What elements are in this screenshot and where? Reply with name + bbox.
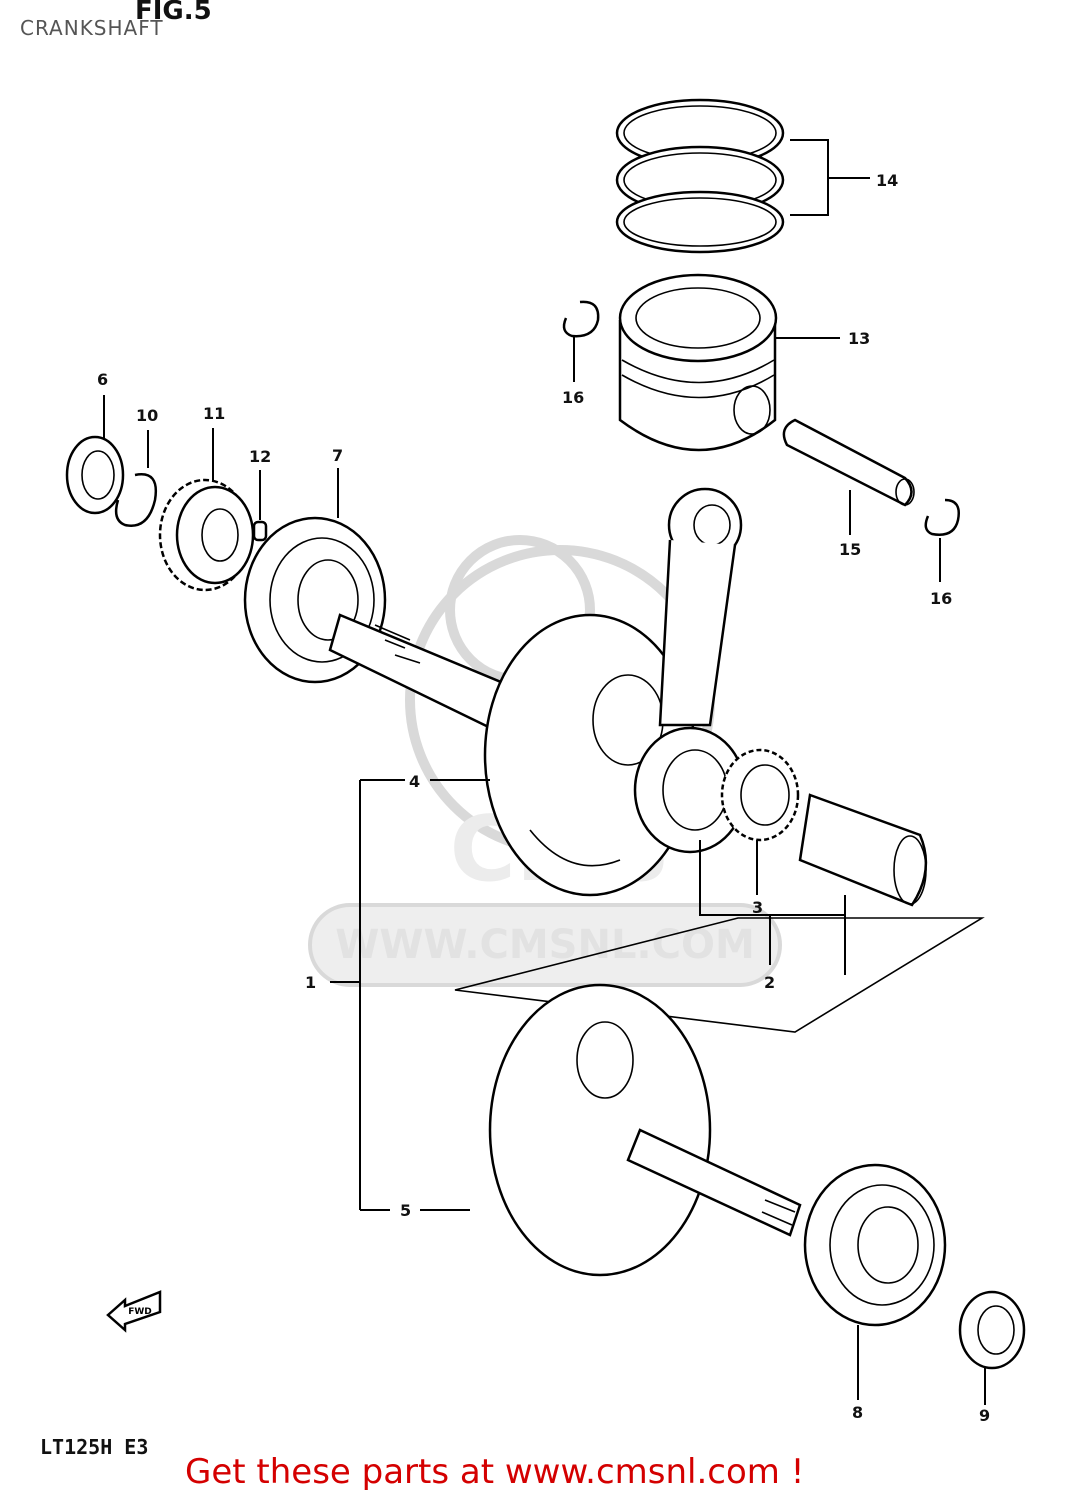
figure-title: FIG.5 bbox=[135, 0, 212, 26]
callout-7: 7 bbox=[332, 446, 343, 465]
piston-pin bbox=[782, 418, 915, 507]
callout-15: 15 bbox=[839, 540, 861, 559]
callout-8: 8 bbox=[852, 1403, 863, 1422]
callout-4: 4 bbox=[409, 772, 420, 791]
assembly-plane bbox=[454, 917, 985, 1033]
callout-3: 3 bbox=[752, 898, 763, 917]
callout-6: 6 bbox=[97, 370, 108, 389]
callout-1: 1 bbox=[305, 973, 316, 992]
callout-labels: 14 13 16 16 15 6 10 11 12 7 4 1 5 3 2 8 … bbox=[97, 171, 990, 1425]
bearing-right bbox=[803, 1163, 947, 1327]
forward-arrow-icon: FWD bbox=[106, 1290, 162, 1333]
oil-seal-right bbox=[958, 1290, 1026, 1370]
callout-12: 12 bbox=[249, 447, 271, 466]
callout-14: 14 bbox=[876, 171, 898, 190]
leader-lines bbox=[103, 139, 986, 1405]
piston-pin-circlips bbox=[562, 300, 960, 536]
crank-pin bbox=[798, 793, 928, 907]
callout-10: 10 bbox=[136, 406, 158, 425]
needle-bearing bbox=[720, 748, 800, 842]
callout-2: 2 bbox=[764, 973, 775, 992]
model-code: LT125H E3 bbox=[40, 1435, 149, 1459]
watermark-text: WWW.CMSNL.COM bbox=[335, 922, 755, 968]
piston bbox=[618, 273, 778, 452]
primary-drive-gear bbox=[158, 478, 255, 592]
fwd-label: FWD bbox=[128, 1307, 152, 1317]
footer-link-text[interactable]: Get these parts at www.cmsnl.com ! bbox=[185, 1452, 805, 1492]
callout-9: 9 bbox=[979, 1406, 990, 1425]
callout-13: 13 bbox=[848, 329, 870, 348]
callout-16-left: 16 bbox=[562, 388, 584, 407]
callout-11: 11 bbox=[203, 404, 225, 423]
circlip bbox=[114, 473, 158, 527]
key bbox=[252, 520, 268, 542]
page-caption: CRANKSHAFT bbox=[20, 16, 164, 40]
callout-16-right: 16 bbox=[930, 589, 952, 608]
piston-rings bbox=[615, 98, 785, 254]
oil-seal-left bbox=[65, 435, 125, 515]
crank-half-left bbox=[328, 613, 697, 897]
callout-5: 5 bbox=[400, 1201, 411, 1220]
connecting-rod bbox=[633, 487, 747, 854]
crank-half-right bbox=[488, 983, 802, 1277]
